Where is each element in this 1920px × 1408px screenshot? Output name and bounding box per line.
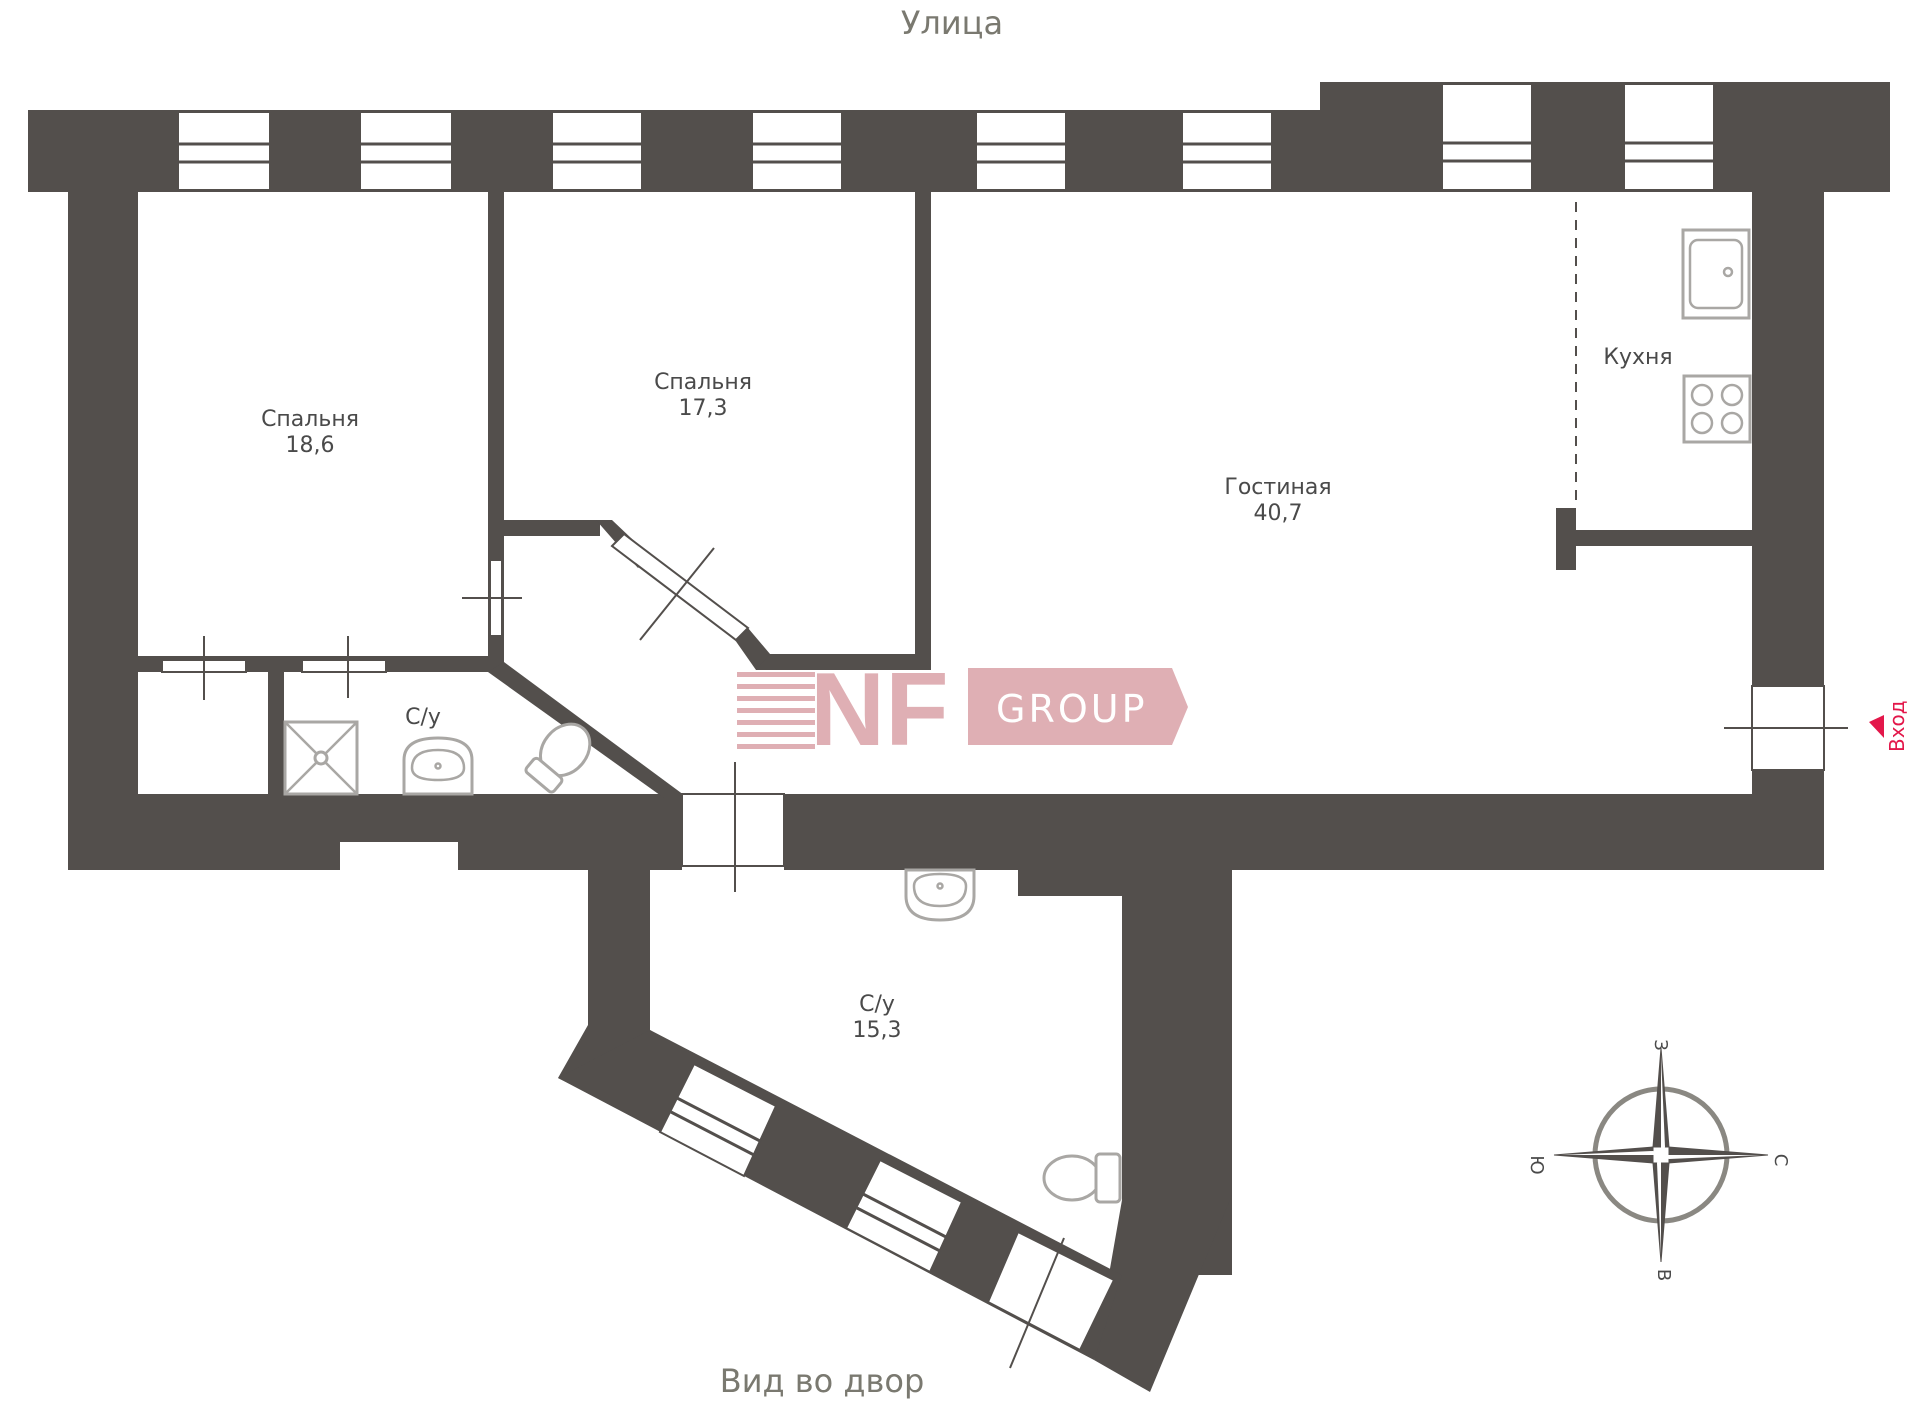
room-living: Гостиная 40,7 [1224,475,1331,526]
window [1623,83,1715,191]
window [751,111,843,191]
compass-rose-icon [1553,1047,1769,1263]
compass-top-label: З [1650,1039,1671,1051]
room-area: 40,7 [1254,501,1303,526]
doors [161,202,1848,1369]
room-name: Кухня [1603,345,1672,370]
window [975,111,1067,191]
window [1181,111,1273,191]
compass-bottom-label: В [1653,1269,1674,1281]
room-bedroom-1: Спальня 18,6 [261,407,359,458]
room-area: 15,3 [853,1018,902,1043]
watermark-text: GROUP [996,687,1148,731]
courtyard-windows [658,1062,1116,1352]
compass-left-label: Ю [1526,1155,1547,1174]
room-kitchen: Кухня [1603,345,1672,370]
room-name: Спальня [261,407,359,432]
room-name: С/у [405,705,441,730]
window [1441,83,1533,191]
street-windows [177,83,1715,191]
toilet-icon [1042,1152,1122,1204]
street-label: Улица [901,4,1003,42]
window [551,111,643,191]
walls [28,82,1890,1392]
entrance-label: Вход [1885,700,1909,752]
entrance-arrow-icon [1869,715,1884,738]
room-bedroom-2: Спальня 17,3 [654,370,752,421]
room-area: 18,6 [286,433,335,458]
washbasin-icon [904,868,976,922]
courtyard-label: Вид во двор [720,1362,925,1400]
shower-icon [283,720,359,796]
stove-icon [1682,374,1752,444]
watermark-mark: NF [810,652,949,768]
room-bathroom-2: С/у 15,3 [853,992,902,1043]
kitchen-sink-icon [1681,228,1751,320]
room-bathroom-1: С/у [405,705,441,730]
toilet-icon [524,722,592,794]
window [359,111,453,191]
room-area: 17,3 [679,396,728,421]
window [177,111,271,191]
room-name: Спальня [654,370,752,395]
compass-right-label: С [1770,1154,1791,1167]
room-name: С/у [859,992,895,1017]
entrance-marker: Вход [1869,700,1909,752]
washbasin-icon [402,736,474,796]
room-name: Гостиная [1224,475,1331,500]
watermark-logo: NF GROUP [737,652,1188,768]
